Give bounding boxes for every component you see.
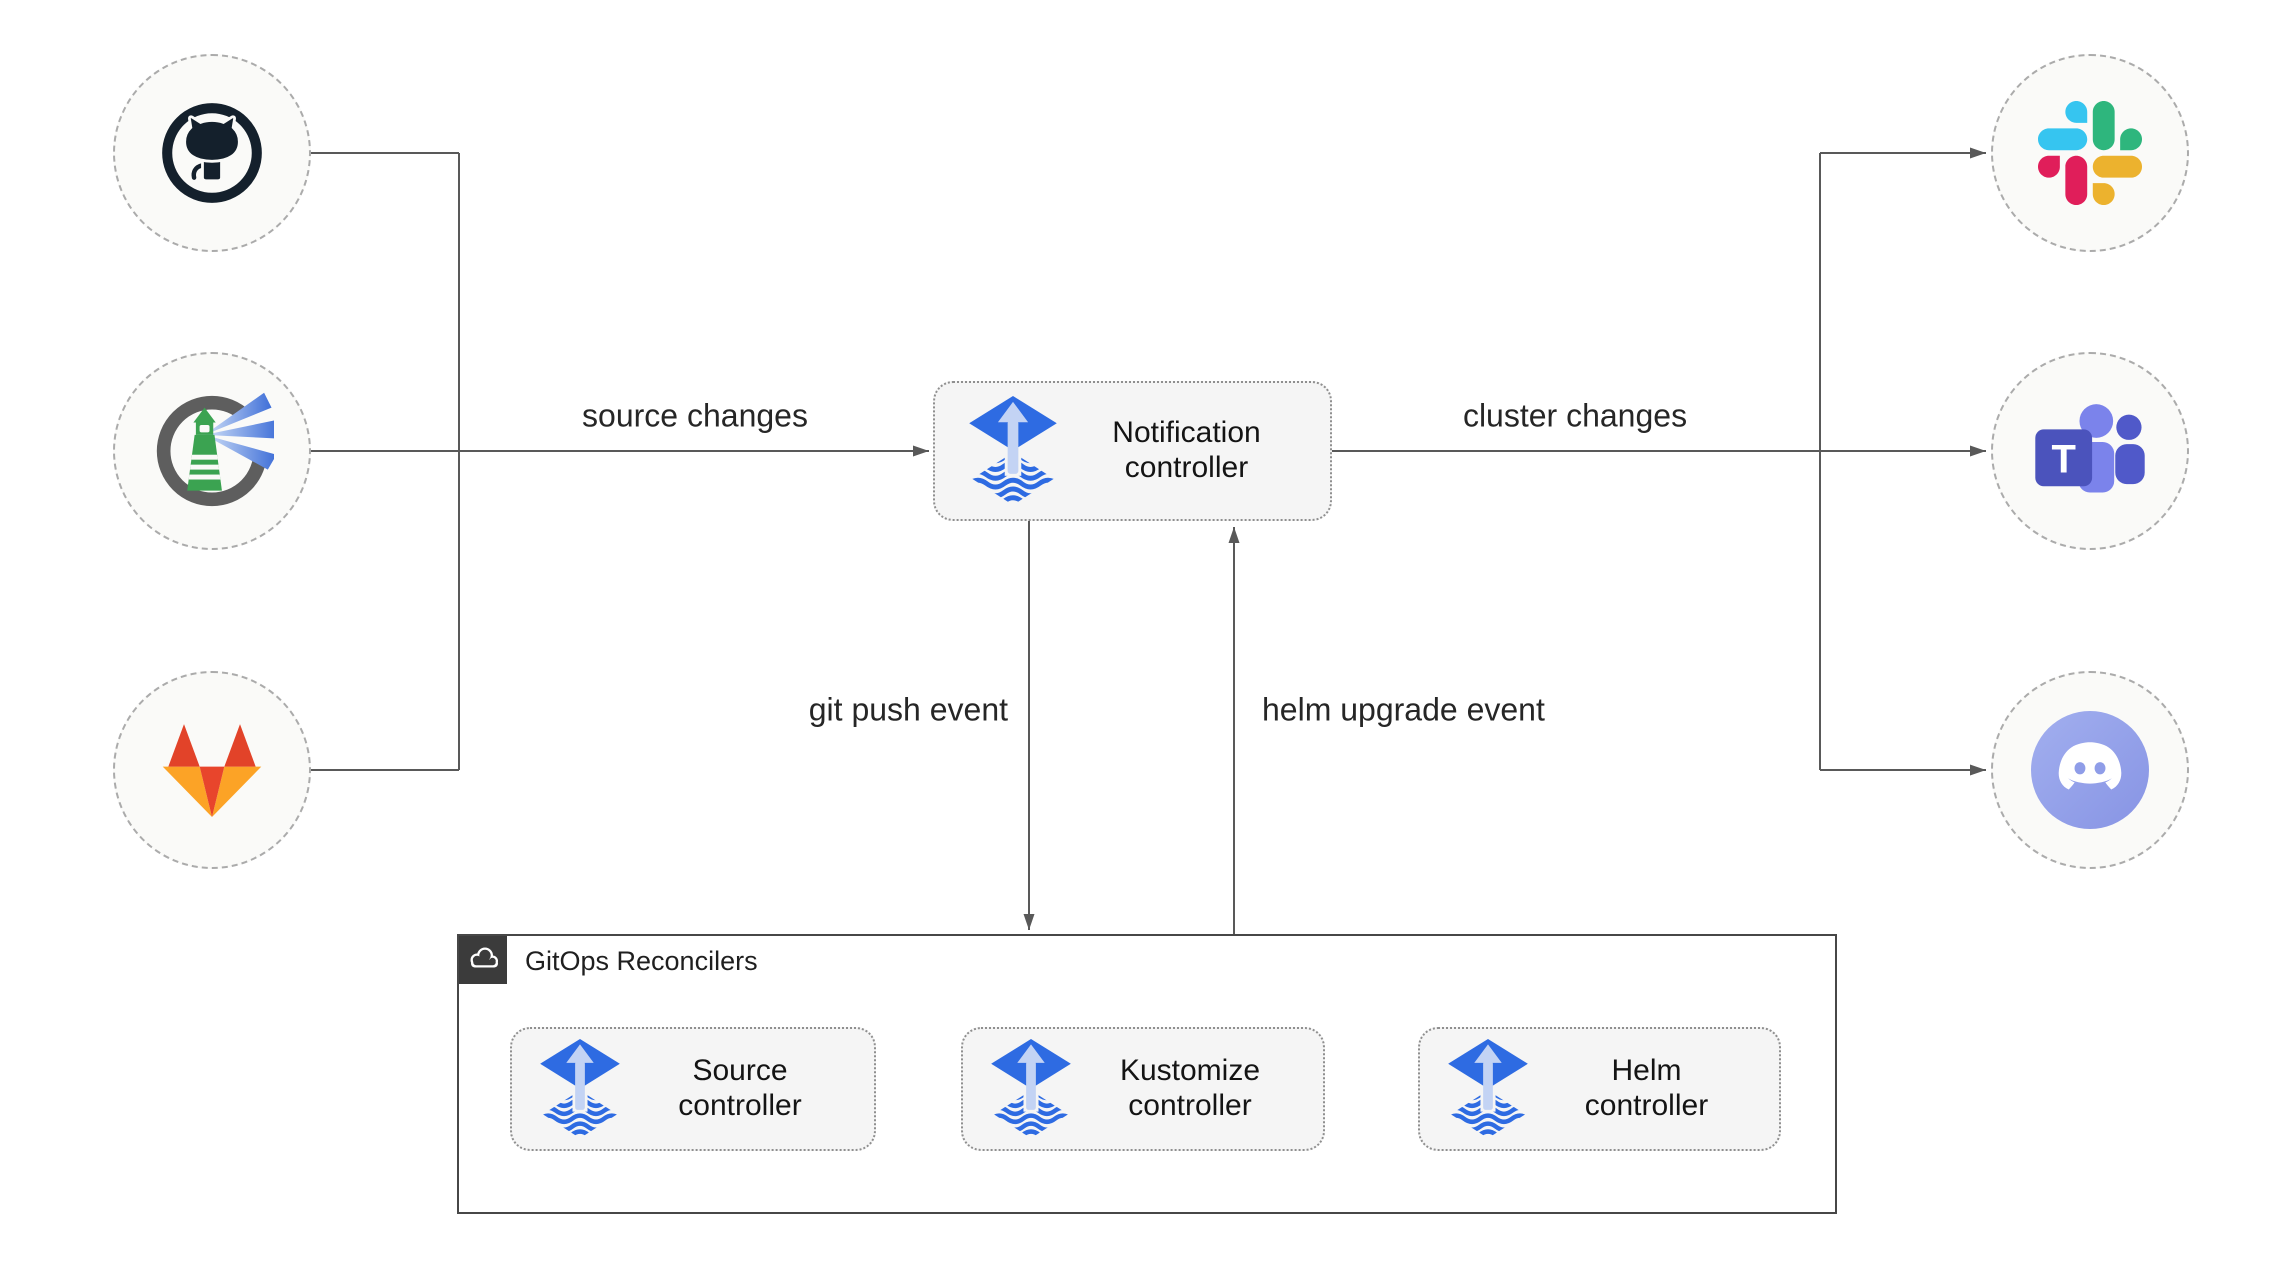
target-node-discord: [1991, 671, 2189, 869]
github-icon: [162, 103, 262, 203]
edge-label-helm-upgrade-event: helm upgrade event: [1262, 691, 1545, 728]
source-controller-label: Source controller: [678, 1054, 802, 1122]
slack-icon: [2038, 101, 2142, 205]
svg-text:T: T: [2051, 437, 2075, 481]
flux-icon: [1448, 1039, 1528, 1140]
source-node-gitlab: [113, 671, 311, 869]
cloud-icon: [470, 947, 498, 968]
source-node-harbor: [113, 352, 311, 550]
helm-controller-node: Helm controller: [1418, 1027, 1781, 1151]
kustomize-controller-label: Kustomize controller: [1119, 1054, 1261, 1122]
target-node-slack: [1991, 54, 2189, 252]
group-label: GitOps Reconcilers: [525, 946, 758, 976]
kustomize-controller-node: Kustomize controller: [961, 1027, 1325, 1151]
edge-label-source-changes: source changes: [582, 397, 808, 434]
group-header-square: [459, 936, 507, 984]
flux-icon: [540, 1039, 620, 1140]
harbor-icon: [156, 389, 274, 507]
source-node-github: [113, 54, 311, 252]
notification-controller-label: Notification controller: [1112, 416, 1261, 484]
source-controller-node: Source controller: [510, 1027, 876, 1151]
teams-icon: T: [2035, 403, 2145, 493]
target-node-teams: T: [1991, 352, 2189, 550]
edge-label-git-push-event: git push event: [808, 691, 1008, 728]
edge-label-cluster-changes: cluster changes: [1462, 397, 1688, 434]
discord-icon: [2031, 711, 2149, 829]
helm-controller-label: Helm controller: [1584, 1054, 1709, 1122]
gitlab-icon: [162, 724, 262, 818]
flux-icon: [969, 396, 1057, 507]
notification-controller-node: Notification controller: [933, 381, 1332, 521]
flux-icon: [991, 1039, 1071, 1140]
